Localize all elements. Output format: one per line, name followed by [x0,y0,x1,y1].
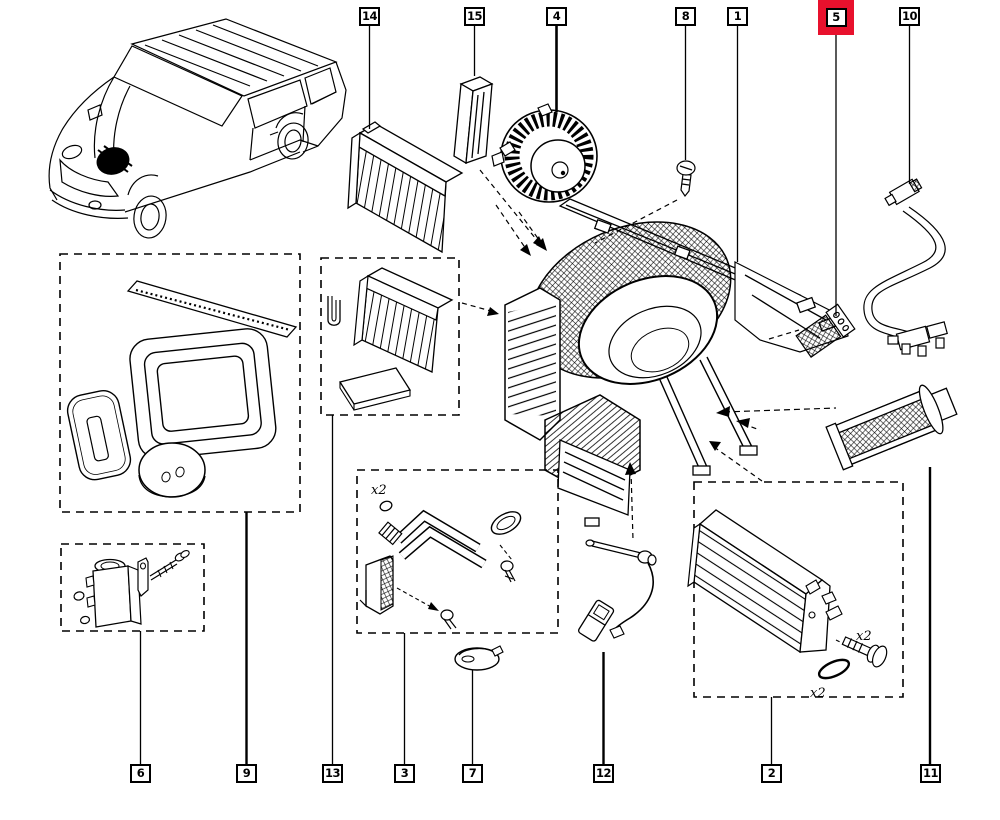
group-box-9-seals [59,253,301,513]
part-blower-resistor-5 [795,303,856,358]
leader-lines [139,25,932,764]
callout-8[interactable]: 8 [675,7,696,26]
hose-screw-b [440,609,457,630]
evap-bolt [841,636,888,668]
group-box-6-expansion-valve [60,543,205,632]
group-box-3-hoses [356,469,559,634]
part-wiring-harness-10 [863,178,948,357]
evap-oring-qty-label: x2 [810,686,826,701]
part-sensor-cable-12 [578,539,657,642]
part-grommet-7 [454,645,504,671]
part-cabin-filter-15 [453,76,494,165]
hose-oring-qty-label: x2 [371,483,387,498]
callout-12[interactable]: 12 [593,764,614,783]
callout-14[interactable]: 14 [359,7,380,26]
callout-6[interactable]: 6 [130,764,151,783]
callout-13[interactable]: 13 [322,764,343,783]
part-heater-core-14 [347,121,464,254]
callout-15[interactable]: 15 [464,7,485,26]
callout-5-highlight[interactable]: 5 [818,0,854,35]
callout-4[interactable]: 4 [546,7,567,26]
assembly-arrows [461,169,837,541]
group-box-13-core-kit [320,257,460,416]
callout-11[interactable]: 11 [920,764,941,783]
callout-5[interactable]: 5 [825,8,847,27]
evap-oring [817,658,851,680]
part-screw-8 [676,160,696,198]
vehicle-illustration [48,18,347,239]
callout-7[interactable]: 7 [462,764,483,783]
evap-bolt-qty-label: x2 [856,629,872,644]
callout-10[interactable]: 10 [899,7,920,26]
callout-2[interactable]: 2 [761,764,782,783]
callout-1[interactable]: 1 [727,7,748,26]
part-air-duct-11 [825,384,958,471]
part-blower-motor-4 [491,103,598,203]
part-hvac-housing-1 [504,198,849,527]
group-box-2-evaporator [687,481,904,698]
hose-screw-a [500,560,516,583]
callout-3[interactable]: 3 [394,764,415,783]
callout-9[interactable]: 9 [236,764,257,783]
